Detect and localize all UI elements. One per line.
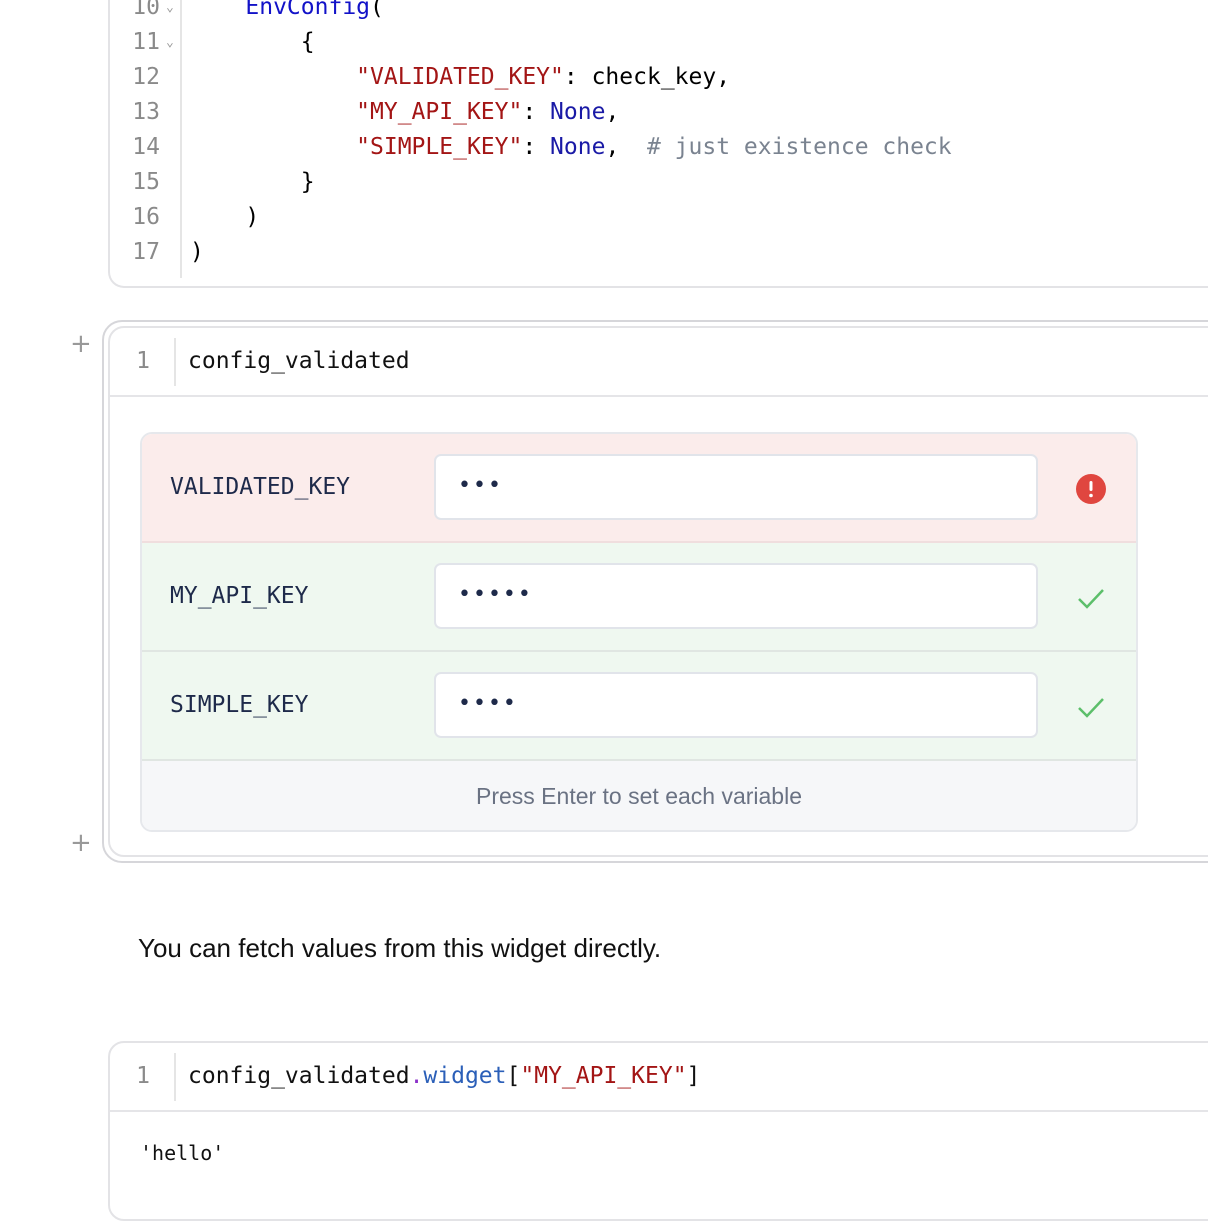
code-token: "MY_API_KEY": [356, 99, 523, 125]
code-line-17: 17): [110, 235, 1208, 270]
code-token: ): [190, 239, 204, 265]
code-line-13: 13 "MY_API_KEY": None,: [110, 95, 1208, 130]
add-cell-above-icon[interactable]: +: [70, 329, 92, 359]
fold-chevron-icon[interactable]: ⌄: [166, 0, 174, 15]
code-token: EnvConfig: [245, 0, 371, 20]
env-label: SIMPLE_KEY: [170, 692, 309, 718]
code-token: widget: [423, 1063, 507, 1089]
code-token: None: [550, 99, 606, 125]
code-line-10: 10 ⌄ EnvConfig(: [110, 0, 1208, 25]
code-line-16: 16 ): [110, 200, 1208, 235]
line-number: 13: [132, 99, 160, 125]
code-line-12: 12 "VALIDATED_KEY": check_key,: [110, 60, 1208, 95]
simple-key-input[interactable]: ••••: [434, 672, 1038, 738]
gutter-divider: [174, 1053, 176, 1101]
env-row-validated-key: VALIDATED_KEY •••: [142, 434, 1136, 543]
code-token: }: [300, 169, 315, 195]
validated-key-input[interactable]: •••: [434, 454, 1038, 520]
code-token: : check_key,: [563, 64, 731, 90]
markdown-text: You can fetch values from this widget di…: [138, 933, 662, 963]
check-icon: [1078, 698, 1104, 718]
line-number: 11: [132, 29, 160, 55]
add-cell-below-icon[interactable]: +: [70, 828, 92, 858]
env-config-widget: VALIDATED_KEY ••• MY_API_KEY ••••• SIMPL…: [140, 432, 1138, 832]
code-token: "MY_API_KEY": [520, 1063, 687, 1089]
my-api-key-input[interactable]: •••••: [434, 563, 1038, 629]
line-number: 10: [132, 0, 160, 20]
code-comment: # just existence check: [646, 134, 952, 160]
env-label: VALIDATED_KEY: [170, 474, 351, 500]
code-token: ,: [605, 99, 620, 125]
code-token: :: [522, 134, 551, 160]
code-token: ]: [686, 1063, 701, 1089]
code-line-1[interactable]: 1 config_validated.widget["MY_API_KEY"]: [110, 1059, 1208, 1094]
line-number: 14: [132, 134, 160, 160]
error-icon: [1076, 474, 1106, 504]
code-token: {: [300, 29, 315, 55]
gutter-divider: [180, 0, 182, 278]
check-icon: [1078, 589, 1104, 609]
env-row-my-api-key: MY_API_KEY •••••: [142, 543, 1136, 652]
code-token: ,: [605, 134, 647, 160]
code-line-14: 14 "SIMPLE_KEY": None, # just existence …: [110, 130, 1208, 165]
code-line-1[interactable]: 1 config_validated: [110, 344, 1208, 379]
code-token: None: [550, 134, 606, 160]
code-token: (: [370, 0, 384, 20]
fold-chevron-icon[interactable]: ⌄: [166, 35, 174, 50]
line-number: 17: [132, 239, 160, 265]
code-text: config_validated: [188, 348, 410, 374]
code-token: ): [245, 204, 260, 230]
env-label: MY_API_KEY: [170, 583, 309, 609]
cell-output: 'hello': [140, 1141, 225, 1165]
selected-cell-outline: [102, 320, 1208, 863]
line-number: 1: [136, 348, 150, 374]
line-number: 1: [136, 1063, 150, 1089]
gutter-divider: [174, 338, 176, 386]
line-number: 12: [132, 64, 160, 90]
code-cell-3[interactable]: 1 config_validated.widget["MY_API_KEY"] '…: [108, 1041, 1208, 1221]
code-token: "VALIDATED_KEY": [356, 64, 564, 90]
code-token: "SIMPLE_KEY": [356, 134, 523, 160]
code-line-15: 15 }: [110, 165, 1208, 200]
code-token: [: [506, 1063, 521, 1089]
code-token: .: [409, 1063, 424, 1089]
line-number: 16: [132, 204, 160, 230]
widget-hint: Press Enter to set each variable: [142, 761, 1136, 830]
cell-divider: [110, 395, 1208, 397]
code-cell-2[interactable]: 1 config_validated VALIDATED_KEY ••• MY_A…: [108, 326, 1208, 857]
code-token: :: [522, 99, 551, 125]
code-token: config_validated: [188, 1063, 410, 1089]
env-row-simple-key: SIMPLE_KEY ••••: [142, 652, 1136, 761]
code-line-11: 11 ⌄ {: [110, 25, 1208, 60]
code-cell-1[interactable]: 10 ⌄ EnvConfig( 11 ⌄ { 12 "VALIDATED_KEY":…: [108, 0, 1208, 288]
cell-divider: [110, 1110, 1208, 1112]
line-number: 15: [132, 169, 160, 195]
